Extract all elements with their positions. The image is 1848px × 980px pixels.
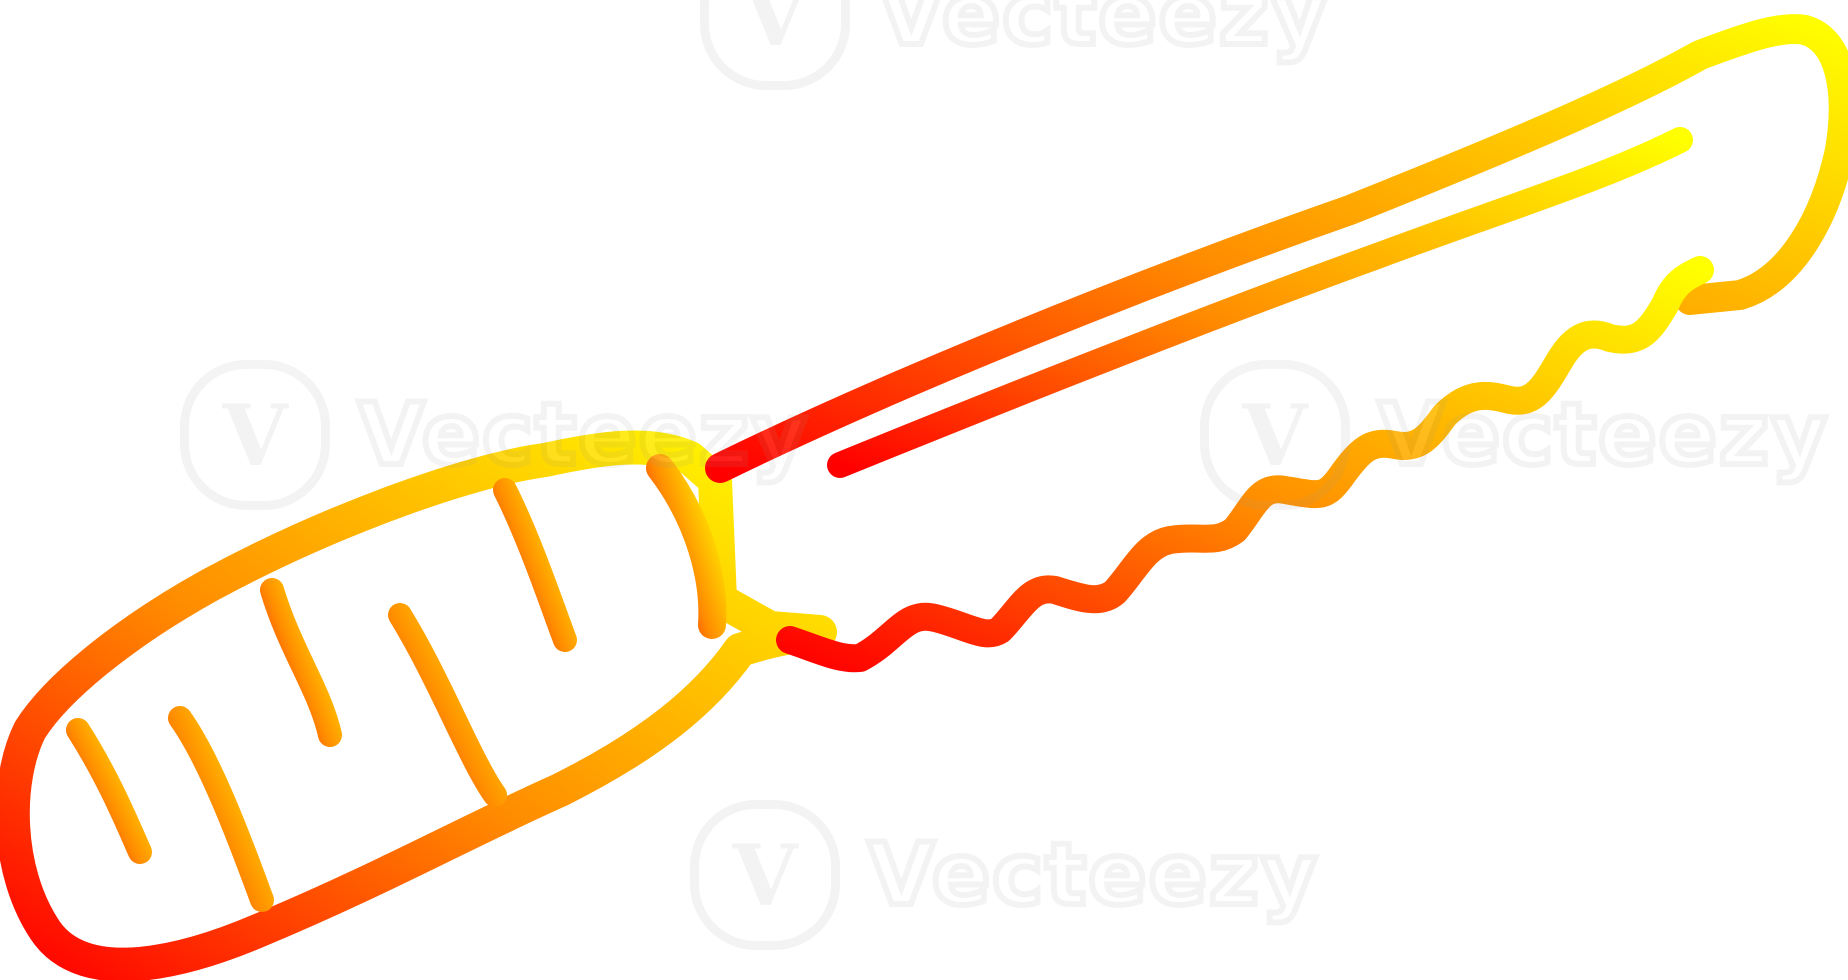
blade-serrated-edge — [776, 256, 1714, 673]
handle-groove-4 — [388, 603, 507, 807]
handle-groove-2 — [168, 706, 274, 912]
handle-groove-5 — [493, 478, 577, 652]
blade-highlight-line — [827, 127, 1693, 478]
handle-groove-3 — [260, 578, 342, 747]
handle-groove-1 — [66, 718, 152, 864]
knife-bolster — [646, 454, 727, 639]
blade-spine — [705, 14, 1848, 483]
